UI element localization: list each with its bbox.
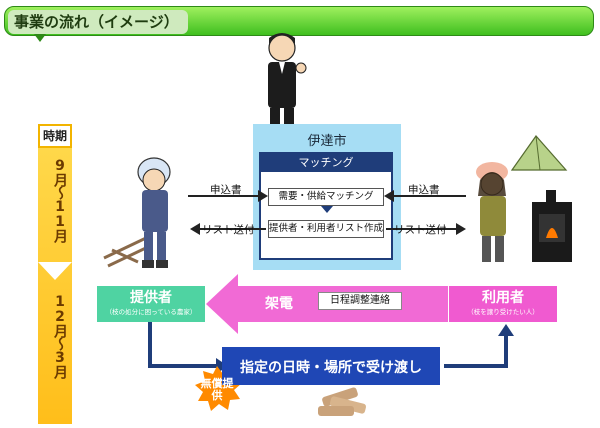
delivery-box xyxy=(222,347,440,385)
provider-subtitle: （枝の処分に困っている農家） xyxy=(105,308,197,316)
matching-title: マッチング xyxy=(261,154,391,172)
period-bar xyxy=(38,148,72,424)
provider-box xyxy=(97,286,205,322)
period-divider xyxy=(38,262,72,280)
step-arrow xyxy=(321,206,333,213)
list-label-right: リスト送付 xyxy=(394,224,447,236)
period-caption: 時期 xyxy=(38,124,72,148)
call-label: 架電 xyxy=(265,296,293,312)
firewood-illustration xyxy=(318,387,367,416)
apply-label-left: 申込書 xyxy=(210,184,242,196)
apply-label-right: 申込書 xyxy=(408,184,440,196)
user-name: 利用者 xyxy=(482,290,524,306)
free-badge-text: 無償提供 xyxy=(200,377,234,402)
user-box xyxy=(449,286,557,322)
period-second: 12月〜3月 xyxy=(52,294,68,378)
city-name: 伊達市 xyxy=(307,134,347,149)
city-staff-illustration xyxy=(268,33,307,136)
user-subtitle: （枝を譲り受けたい人） xyxy=(467,308,539,316)
step-list-creation: 提供者・利用者リスト作成 xyxy=(268,220,384,238)
schedule-box: 日程調整連絡 xyxy=(318,292,402,310)
farmer-illustration xyxy=(103,157,171,268)
banner-notch xyxy=(34,34,46,42)
provider-name: 提供者 xyxy=(130,290,172,306)
user-illustration xyxy=(476,135,572,262)
page-title: 事業の流れ（イメージ） xyxy=(14,13,179,31)
list-label-left: リスト送付 xyxy=(202,224,255,236)
step-matching: 需要・供給マッチング xyxy=(268,188,384,206)
delivery-text: 指定の日時・場所で受け渡し xyxy=(240,360,422,376)
header-title-tab xyxy=(8,10,188,34)
period-first: 9月〜11月 xyxy=(52,158,68,242)
